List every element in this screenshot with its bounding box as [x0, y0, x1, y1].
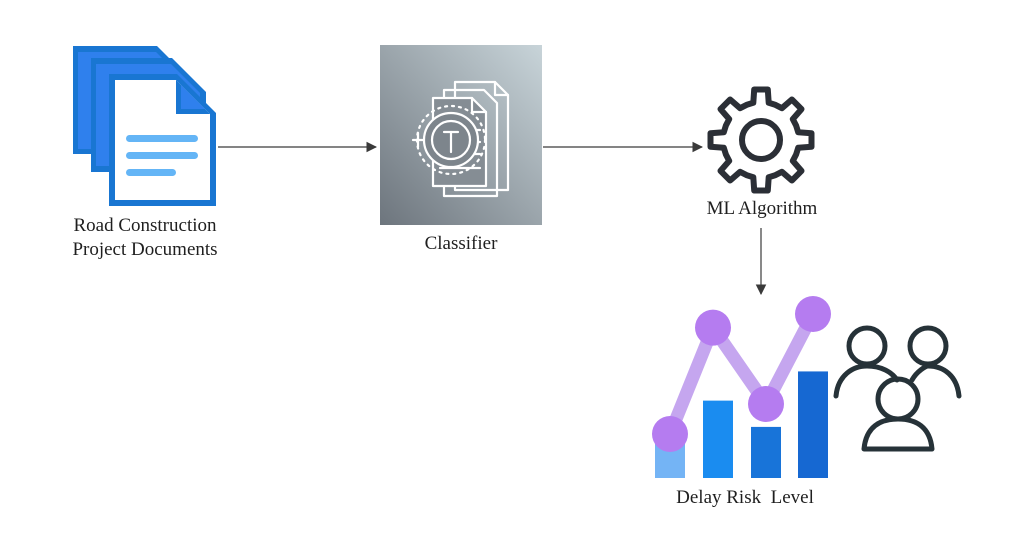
chart-point-4 — [795, 296, 831, 332]
document-classifier-icon — [380, 45, 542, 225]
edges — [218, 141, 767, 296]
person-front-icon — [861, 376, 935, 452]
chart-point-2 — [695, 309, 731, 346]
document-stack-icon — [73, 46, 216, 206]
chart-bar-2 — [703, 400, 733, 478]
chart-bar-3 — [751, 426, 781, 478]
chart-bar-4 — [798, 371, 828, 478]
people-group-icon — [833, 325, 962, 452]
ml-algorithm-label: ML Algorithm — [706, 198, 818, 219]
delay-risk-level-label: Delay Risk Level — [676, 487, 814, 508]
documents-label-line1: Road Construction — [73, 215, 217, 236]
person-right-icon — [907, 325, 962, 399]
chart-trend-line — [663, 310, 819, 437]
documents-label-line2: Project Documents — [72, 239, 218, 260]
chart-point-3 — [748, 386, 784, 422]
chart-point-1 — [652, 416, 688, 452]
person-left-icon — [833, 325, 900, 399]
documents-label: Road Construction Project Documents — [40, 214, 250, 262]
bar-line-chart-icon — [652, 296, 831, 478]
gear-icon — [707, 86, 815, 194]
classifier-label: Classifier — [424, 233, 498, 254]
